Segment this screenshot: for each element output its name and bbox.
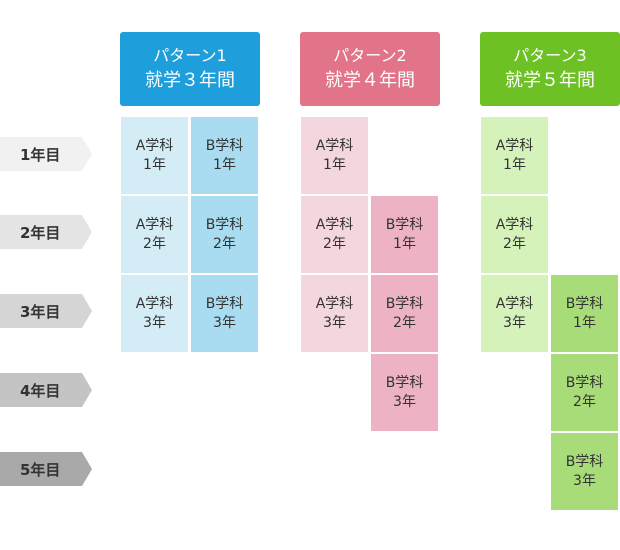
p3-dept-b-year-3: B学科 3年 [551,433,618,510]
year-5-label: 5年目 [0,452,92,486]
cell-dept: A学科 [495,216,534,233]
cell-year: 2年 [393,314,416,331]
cell-dept: B学科 [205,216,244,233]
p3-dept-a-year-2: A学科 2年 [481,196,548,273]
p2-dept-b-year-3: B学科 3年 [371,354,438,431]
cell-dept: B学科 [565,295,604,312]
p2-dept-b-year-1: B学科 1年 [371,196,438,273]
cell-year: 2年 [503,235,526,252]
p3-dept-a-year-3: A学科 3年 [481,275,548,352]
pattern-3-duration: 就学５年間 [505,69,595,91]
cell-year: 2年 [143,235,166,252]
cell-dept: B学科 [385,216,424,233]
p1-dept-a-year-1: A学科 1年 [121,117,188,194]
pattern-1-header: パターン1 就学３年間 [120,32,260,106]
p1-dept-a-year-2: A学科 2年 [121,196,188,273]
pattern-2-title: パターン2 [333,46,407,66]
cell-dept: A学科 [135,216,174,233]
pattern-3-title: パターン3 [513,46,587,66]
cell-year: 3年 [143,314,166,331]
cell-year: 1年 [503,156,526,173]
year-3-label: 3年目 [0,294,92,328]
cell-dept: A学科 [495,295,534,312]
p2-dept-a-year-3: A学科 3年 [301,275,368,352]
p2-dept-b-year-2: B学科 2年 [371,275,438,352]
cell-year: 1年 [143,156,166,173]
p2-dept-a-year-1: A学科 1年 [301,117,368,194]
cell-year: 1年 [323,156,346,173]
p1-dept-b-year-3: B学科 3年 [191,275,258,352]
p1-dept-a-year-3: A学科 3年 [121,275,188,352]
cell-year: 1年 [393,235,416,252]
cell-year: 2年 [213,235,236,252]
year-2-label: 2年目 [0,215,92,249]
cell-dept: B学科 [205,137,244,154]
cell-year: 3年 [573,472,596,489]
cell-dept: B学科 [385,374,424,391]
cell-year: 1年 [573,314,596,331]
pattern-2-header: パターン2 就学４年間 [300,32,440,106]
p3-dept-a-year-1: A学科 1年 [481,117,548,194]
cell-year: 1年 [213,156,236,173]
p3-dept-b-year-1: B学科 1年 [551,275,618,352]
pattern-1-title: パターン1 [153,46,227,66]
cell-year: 3年 [213,314,236,331]
p3-dept-b-year-2: B学科 2年 [551,354,618,431]
cell-year: 3年 [503,314,526,331]
pattern-3-header: パターン3 就学５年間 [480,32,620,106]
year-4-label: 4年目 [0,373,92,407]
cell-dept: B学科 [385,295,424,312]
cell-dept: A学科 [315,295,354,312]
cell-dept: A学科 [495,137,534,154]
cell-dept: A学科 [135,295,174,312]
cell-year: 2年 [573,393,596,410]
pattern-2-duration: 就学４年間 [325,69,415,91]
cell-dept: B学科 [565,374,604,391]
p1-dept-b-year-1: B学科 1年 [191,117,258,194]
p1-dept-b-year-2: B学科 2年 [191,196,258,273]
cell-year: 3年 [393,393,416,410]
cell-year: 2年 [323,235,346,252]
cell-year: 3年 [323,314,346,331]
cell-dept: A学科 [315,216,354,233]
p2-dept-a-year-2: A学科 2年 [301,196,368,273]
pattern-1-duration: 就学３年間 [145,69,235,91]
cell-dept: B学科 [205,295,244,312]
year-1-label: 1年目 [0,137,92,171]
cell-dept: A学科 [315,137,354,154]
cell-dept: A学科 [135,137,174,154]
cell-dept: B学科 [565,453,604,470]
